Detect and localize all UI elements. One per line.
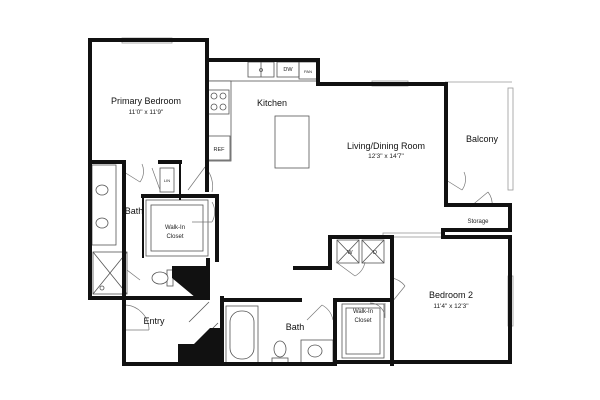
door-closet-primary: [151, 167, 161, 191]
closet-label-line1: Walk-In: [353, 309, 373, 315]
door-second-bath: [306, 304, 334, 321]
doors: [123, 163, 493, 331]
appliance-label-pantry: PAN: [304, 69, 312, 74]
laundry: [336, 239, 385, 264]
appliance-label-dryer: D: [373, 250, 377, 256]
door-entry: [123, 304, 150, 331]
closet-label-line1: Walk-In: [165, 225, 185, 231]
door-walk-in-closet: [192, 201, 216, 223]
closet-shelf: [345, 307, 381, 355]
appliance-label-linen: LIN: [164, 178, 170, 183]
sink-icon: [307, 344, 323, 358]
labels: Primary Bedroom 11'0" x 11'9" Kitchen Li…: [111, 67, 499, 332]
structural-fill: [172, 266, 222, 362]
room-name-entry: Entry: [143, 316, 165, 326]
linen-closet: [159, 167, 175, 193]
window-balcony-right: [507, 87, 514, 191]
closet-label-line2: Closet: [166, 234, 183, 240]
bathtub-icon: [225, 305, 259, 365]
room-name-kitchen: Kitchen: [257, 98, 287, 108]
closet-shelves: [145, 199, 385, 359]
room-dims-primary-bedroom: 11'0" x 11'9": [129, 109, 164, 116]
room-name-balcony: Balcony: [466, 134, 499, 144]
closet-label-line2: Closet: [354, 318, 371, 324]
sink-icon: [95, 217, 109, 229]
entry-closet-rod: [188, 301, 210, 323]
room-dims-living-dining: 12'3" x 14'7": [368, 153, 404, 160]
vanity-counter: [300, 339, 334, 365]
closet-shelf: [150, 204, 204, 252]
kitchen-island: [274, 115, 310, 169]
structural-fill-entry: [178, 328, 222, 362]
toilet-icon: [151, 271, 169, 285]
appliance-label-ref: REF: [214, 147, 226, 153]
vanity-counter: [91, 164, 117, 246]
door-laundry: [335, 261, 366, 277]
sink-icon: [95, 184, 109, 196]
room-name-storage: Storage: [467, 219, 489, 225]
room-name-living-dining: Living/Dining Room: [347, 141, 425, 151]
appliance-label-washer: W: [347, 250, 353, 256]
door-shower: [126, 269, 141, 281]
door-balcony: [445, 171, 466, 191]
room-name-bath-second: Bath: [286, 322, 305, 332]
exterior-wall: [88, 38, 512, 366]
room-name-bath-primary: Bath: [125, 206, 144, 216]
room-name-primary-bedroom: Primary Bedroom: [111, 96, 181, 106]
walls: [88, 38, 512, 366]
closet-shelf: [341, 303, 385, 359]
door-walk-in-closet-2: [369, 302, 386, 319]
toilet-icon: [273, 340, 287, 358]
kitchen-counter-left: [206, 80, 232, 162]
primary-bath-fixtures: [91, 164, 175, 295]
structural-fill-bath: [172, 266, 208, 298]
appliance-label-dw: DW: [283, 67, 293, 73]
room-dims-bedroom-2: 11'4" x 12'3": [433, 303, 469, 310]
room-name-bedroom-2: Bedroom 2: [429, 290, 473, 300]
door-primary-bath: [123, 163, 144, 183]
closet-shelf: [145, 199, 209, 257]
